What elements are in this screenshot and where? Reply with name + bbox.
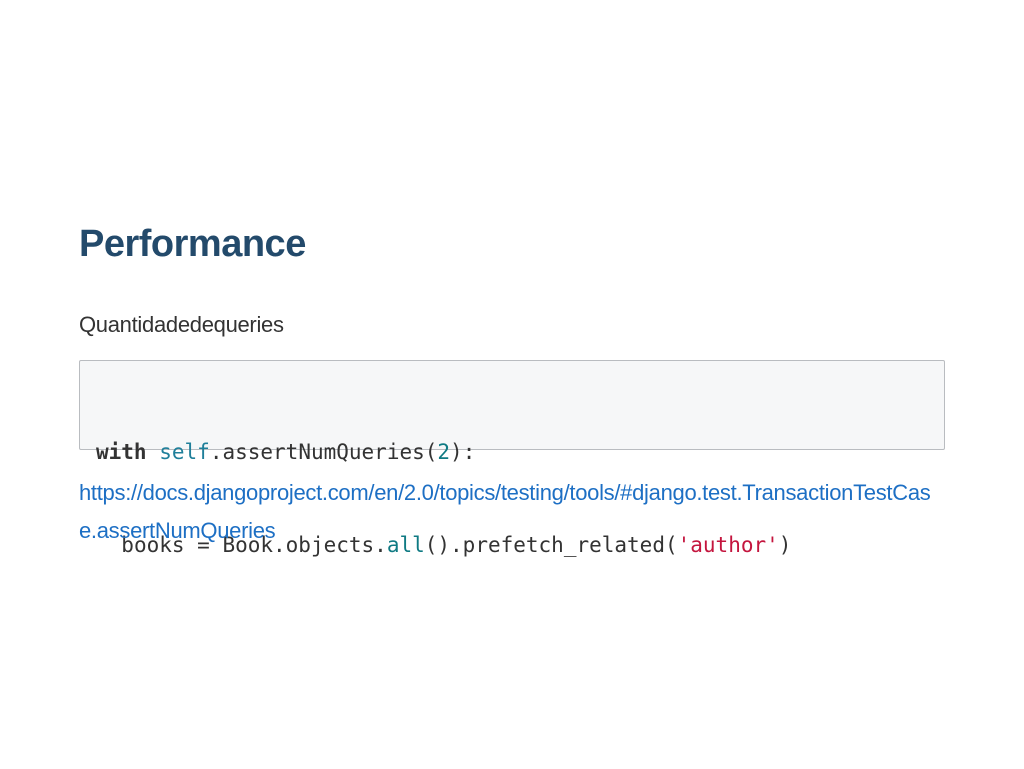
- code-line-2: books = Book.objects.all().prefetch_rela…: [96, 530, 928, 561]
- code-assignment: books = Book.objects.: [121, 533, 387, 557]
- code-number: 2: [437, 440, 451, 464]
- code-string: 'author': [677, 533, 779, 557]
- code-block: with self.assertNumQueries(2): books = B…: [79, 360, 945, 557]
- code-close-paren: ): [778, 533, 792, 557]
- code-keyword-with: with: [96, 440, 147, 464]
- slide-subtitle: Quantidadedequeries: [79, 312, 284, 337]
- code-method-call: .assertNumQueries(: [209, 440, 438, 464]
- slide-title: Performance: [79, 223, 306, 265]
- code-self: self: [159, 440, 210, 464]
- code-space: [147, 440, 160, 464]
- code-prefetch-call: ().prefetch_related(: [424, 533, 678, 557]
- code-line-1: with self.assertNumQueries(2):: [96, 437, 928, 468]
- code-builtin-all: all: [386, 533, 425, 557]
- code-line-end: ):: [450, 440, 476, 464]
- documentation-link[interactable]: https://docs.djangoproject.com/en/2.0/to…: [79, 480, 931, 543]
